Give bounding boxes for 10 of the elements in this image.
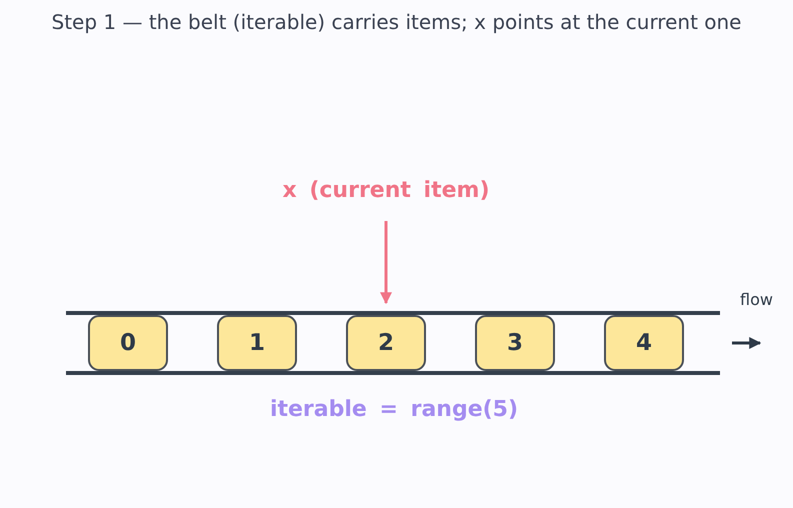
- pointer-label: x (current item): [236, 178, 536, 203]
- pointer-arrow: [380, 221, 392, 304]
- direction-label: flow: [740, 290, 773, 309]
- code-label: iterable = range(5): [268, 397, 520, 422]
- item-box: 2: [346, 315, 426, 371]
- item-box: 4: [604, 315, 684, 371]
- title: Step 1 — the belt (iterable) carries items; x points at the current one: [50, 10, 742, 34]
- item-box: 3: [475, 315, 555, 371]
- item-box: 0: [88, 315, 168, 371]
- item-box: 1: [217, 315, 297, 371]
